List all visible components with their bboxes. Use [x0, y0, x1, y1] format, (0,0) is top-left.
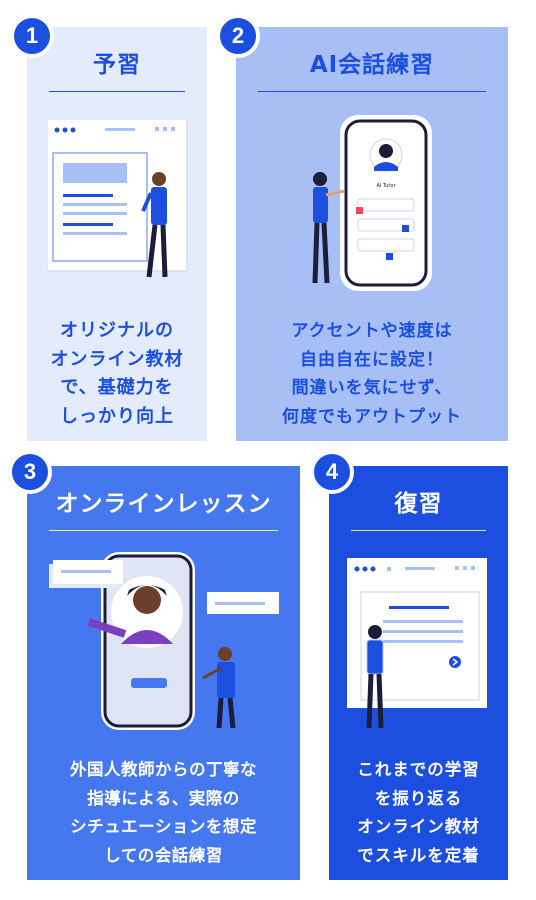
- step-card-1: 予習 オリジナルの オンライン教材 で、基礎力を しっかり向上: [27, 27, 207, 441]
- step-number-badge-4: 4: [310, 450, 354, 494]
- study-browser-illustration: [47, 119, 188, 278]
- review-browser-illustration: [347, 558, 487, 729]
- step-description: これまでの学習 を振り返る オンライン教材 でスキルを定着: [357, 760, 480, 865]
- step-description: 外国人教師からの丁寧な 指導による、実際の シチュエーションを想定 しての会話練…: [70, 760, 257, 865]
- title-divider: [258, 91, 486, 92]
- step-card-2: AI会話練習 AI Tutor アクセントや速度は 自由自在に設定！ 間違いを気…: [236, 27, 508, 441]
- step-title: AI会話練習: [309, 52, 435, 78]
- step-title: 予習: [93, 52, 141, 78]
- step-title: オンラインレッスン: [55, 491, 272, 517]
- step-title: 復習: [394, 491, 443, 517]
- step-card-4: 復習 これまでの学習 を振り返る オンライン教材 でスキルを定着: [329, 466, 508, 880]
- step-description: オリジナルの オンライン教材 で、基礎力を しっかり向上: [50, 320, 184, 427]
- step-number-badge-1: 1: [10, 14, 54, 58]
- ai-tutor-phone-illustration: AI Tutor: [312, 115, 432, 291]
- title-divider: [49, 91, 185, 92]
- ai-tutor-label: AI Tutor: [376, 183, 396, 189]
- title-divider: [49, 530, 278, 531]
- online-lesson-illustration: [49, 552, 279, 730]
- step-card-3: オンラインレッスン 外国人教師からの丁寧な 指導による、実際の シチュエーション…: [27, 466, 300, 880]
- step-number-badge-3: 3: [8, 450, 52, 494]
- title-divider: [351, 530, 486, 531]
- step-description: アクセントや速度は 自由自在に設定！ 間違いを気にせず、 何度でもアウトプット: [282, 321, 462, 427]
- step-number-badge-2: 2: [216, 14, 260, 58]
